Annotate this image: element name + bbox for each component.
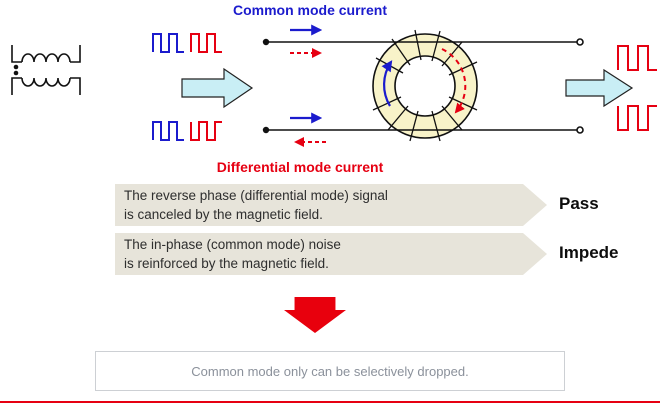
impede-label: Impede: [559, 243, 619, 262]
output-wave-red-bottom-icon: [617, 105, 657, 131]
input-wave-blue-top-icon: [152, 33, 184, 53]
input-wave-red-top-icon: [190, 33, 222, 53]
banner-differential-line1: The reverse phase (differential mode) si…: [124, 187, 388, 203]
common-mode-current-label: Common mode current: [233, 2, 387, 18]
banner-common-mode: The in-phase (common mode) noise is rein…: [115, 233, 547, 275]
choke-schematic-icon: [11, 45, 81, 95]
output-wave-red-top-icon: [617, 45, 657, 71]
flow-arrow-left-icon: [181, 67, 254, 109]
bottom-red-divider: [0, 401, 660, 403]
conclusion-box: Common mode only can be selectively drop…: [95, 351, 565, 391]
toroid-inner-hole: [394, 55, 456, 117]
common-mode-current-arrows: [290, 24, 323, 124]
top-wire: [262, 38, 584, 46]
banner-common-line2: is reinforced by the magnetic field.: [124, 255, 329, 271]
input-wave-blue-bottom-icon: [152, 121, 184, 141]
pass-label: Pass: [559, 194, 599, 213]
input-wave-red-bottom-icon: [190, 121, 222, 141]
flow-arrow-right-icon: [565, 68, 634, 108]
bottom-wire: [262, 126, 584, 134]
choke-diagram: Common mode current Differential mode cu…: [11, 2, 657, 175]
banner-common-line1: The in-phase (common mode) noise: [124, 236, 341, 252]
differential-mode-current-arrows: [290, 48, 326, 147]
blue-flux-arrow-icon: [381, 60, 393, 107]
red-down-arrow-icon: [284, 297, 346, 333]
differential-mode-current-label: Differential mode current: [217, 159, 384, 175]
banner-differential-mode: The reverse phase (differential mode) si…: [115, 184, 547, 226]
red-flux-arrow-icon: [441, 48, 467, 114]
conclusion-text: Common mode only can be selectively drop…: [191, 363, 469, 379]
winding-turns: [372, 29, 478, 142]
banner-differential-line2: is canceled by the magnetic field.: [124, 206, 323, 222]
